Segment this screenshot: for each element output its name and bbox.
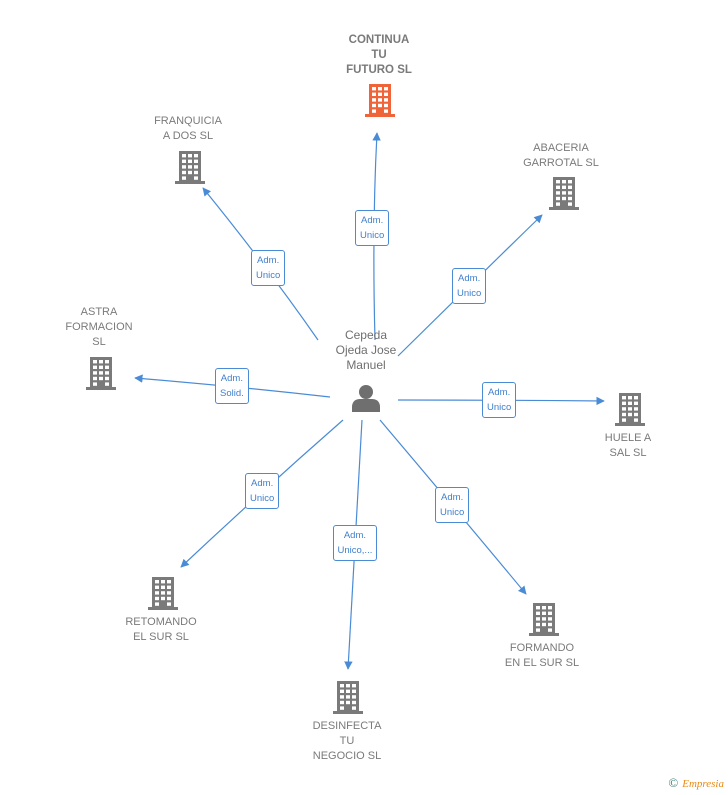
footer-brand: ©Empresia [668, 775, 724, 791]
person-label: Cepeda Ojeda Jose Manuel [335, 327, 397, 372]
company-label-franquicia: FRANQUICIA A DOS SL [154, 115, 222, 142]
building-icon-abaceria[interactable] [549, 177, 579, 210]
building-icon-franquicia[interactable] [175, 151, 205, 184]
relation-label-continua[interactable]: Adm. Unico [355, 210, 390, 246]
company-label-formando: FORMANDO EN EL SUR SL [504, 642, 580, 669]
relation-label-retomando[interactable]: Adm. Unico [245, 473, 280, 509]
relation-label-astra[interactable]: Adm. Solid. [215, 368, 249, 404]
brand-name: Empresia [682, 778, 724, 790]
relation-label-huele[interactable]: Adm. Unico [482, 382, 517, 418]
building-icon-formando[interactable] [529, 603, 559, 636]
company-label-abaceria: ABACERIA GARROTAL SL [523, 142, 599, 169]
building-icon-desinfecta[interactable] [333, 681, 363, 714]
copyright-icon: © [668, 775, 679, 790]
building-icon-continua[interactable] [365, 84, 395, 117]
company-label-continua: CONTINUA TU FUTURO SL [346, 33, 412, 76]
company-label-retomando: RETOMANDO EL SUR SL [125, 616, 197, 643]
building-icon-retomando[interactable] [148, 577, 178, 610]
company-label-astra: ASTRA FORMACION SL [65, 305, 133, 348]
relation-label-desinfecta[interactable]: Adm. Unico,... [332, 525, 378, 561]
relation-label-formando[interactable]: Adm. Unico [435, 487, 470, 523]
building-icon-huele[interactable] [615, 393, 645, 426]
company-label-desinfecta: DESINFECTA TU NEGOCIO SL [312, 719, 382, 762]
relation-label-franquicia[interactable]: Adm. Unico [251, 250, 286, 286]
building-icon-astra[interactable] [86, 357, 116, 390]
relation-label-abaceria[interactable]: Adm. Unico [452, 268, 487, 304]
person-icon[interactable] [352, 385, 380, 412]
company-label-huele: HUELE A SAL SL [604, 432, 652, 459]
